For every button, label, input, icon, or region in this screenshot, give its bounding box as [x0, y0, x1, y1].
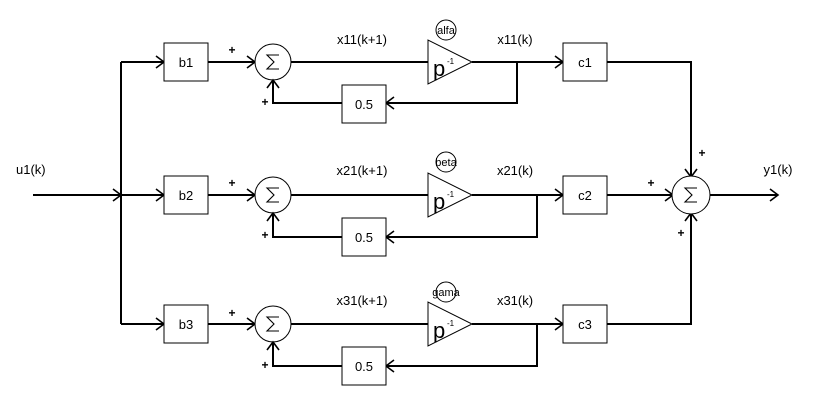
output-gain-block — [562, 42, 608, 82]
state-label: x11(k) — [497, 32, 532, 47]
wire-c3-to-sum — [607, 214, 692, 325]
output-gain-label: c2 — [578, 188, 592, 203]
feedback-gain-block — [341, 346, 387, 386]
out-sum-plus-top: + — [698, 146, 705, 160]
input-gain-block — [163, 304, 209, 344]
state-label: x21(k) — [497, 163, 533, 178]
sum-plus-left: + — [228, 43, 235, 57]
delay-block — [427, 39, 474, 85]
delay-block — [427, 301, 474, 347]
output-gain-block — [562, 304, 608, 344]
out-sum-plus-left: + — [647, 176, 654, 190]
sum-plus-left: + — [228, 176, 235, 190]
feedback-return-wire — [272, 214, 342, 238]
param-marker — [435, 19, 457, 41]
input-gain-block — [163, 42, 209, 82]
state-label: x31(k) — [497, 293, 533, 308]
next-state-label: x21(k+1) — [337, 163, 388, 178]
branch-3: b3 + x31(k+1) p -1 gama x31(k) 0.5 + c3 — [163, 281, 608, 386]
feedback-wire — [386, 62, 518, 104]
input-label: u1(k) — [16, 162, 46, 177]
branch-1: b1 + x11(k+1) p -1 alfa x11(k) 0.5 + c1 — [163, 19, 608, 124]
param-label: beta — [435, 157, 457, 169]
sigma-icon — [265, 187, 279, 203]
sum-plus-bottom: + — [261, 228, 268, 242]
input-gain-label: b2 — [179, 188, 193, 203]
sum-node — [254, 176, 292, 214]
output-sum-node — [671, 175, 711, 215]
feedback-gain-label: 0.5 — [355, 230, 373, 245]
input-gain-label: b3 — [179, 317, 193, 332]
arrow-feedback-to-sum — [266, 211, 280, 222]
output-gain-label: c1 — [578, 55, 592, 70]
out-sum-plus-bottom: + — [677, 226, 684, 240]
input-gain-block — [163, 175, 209, 215]
arrow-feedback-to-sum — [266, 340, 280, 351]
delay-exponent: -1 — [447, 57, 455, 66]
delay-exponent: -1 — [447, 190, 455, 199]
delay-label: p — [433, 56, 445, 81]
delay-exponent: -1 — [447, 319, 455, 328]
param-marker — [435, 151, 457, 173]
output-summation: + + + y1(k) — [607, 61, 793, 325]
output-arrow — [769, 188, 780, 202]
delay-label: p — [433, 318, 445, 343]
output-label: y1(k) — [764, 162, 793, 177]
delay-block — [427, 172, 474, 218]
sum-node — [254, 43, 292, 81]
next-state-label: x31(k+1) — [337, 293, 388, 308]
feedback-gain-block — [341, 217, 387, 257]
feedback-wire — [386, 324, 538, 367]
feedback-gain-block — [341, 84, 387, 124]
param-marker — [435, 281, 457, 303]
param-label: gama — [432, 287, 460, 299]
sum-plus-bottom: + — [261, 358, 268, 372]
branch-2: b2 + x21(k+1) p -1 beta x21(k) 0.5 + c2 — [163, 151, 608, 257]
delay-label: p — [433, 189, 445, 214]
sum-plus-bottom: + — [261, 95, 268, 109]
output-gain-label: c3 — [578, 317, 592, 332]
feedback-return-wire — [272, 343, 342, 367]
arrow-feedback-to-sum — [266, 78, 280, 89]
sigma-icon — [265, 316, 279, 332]
param-label: alfa — [437, 25, 456, 37]
next-state-label: x11(k+1) — [337, 32, 387, 47]
feedback-return-wire — [272, 81, 342, 104]
feedback-wire — [386, 195, 538, 238]
sum-node — [254, 305, 292, 343]
feedback-gain-label: 0.5 — [355, 359, 373, 374]
sigma-icon — [683, 187, 697, 203]
feedback-gain-label: 0.5 — [355, 97, 373, 112]
sigma-icon — [265, 54, 279, 70]
input-gain-label: b1 — [179, 55, 193, 70]
wire-c1-to-sum — [607, 61, 692, 176]
sum-plus-left: + — [228, 306, 235, 320]
